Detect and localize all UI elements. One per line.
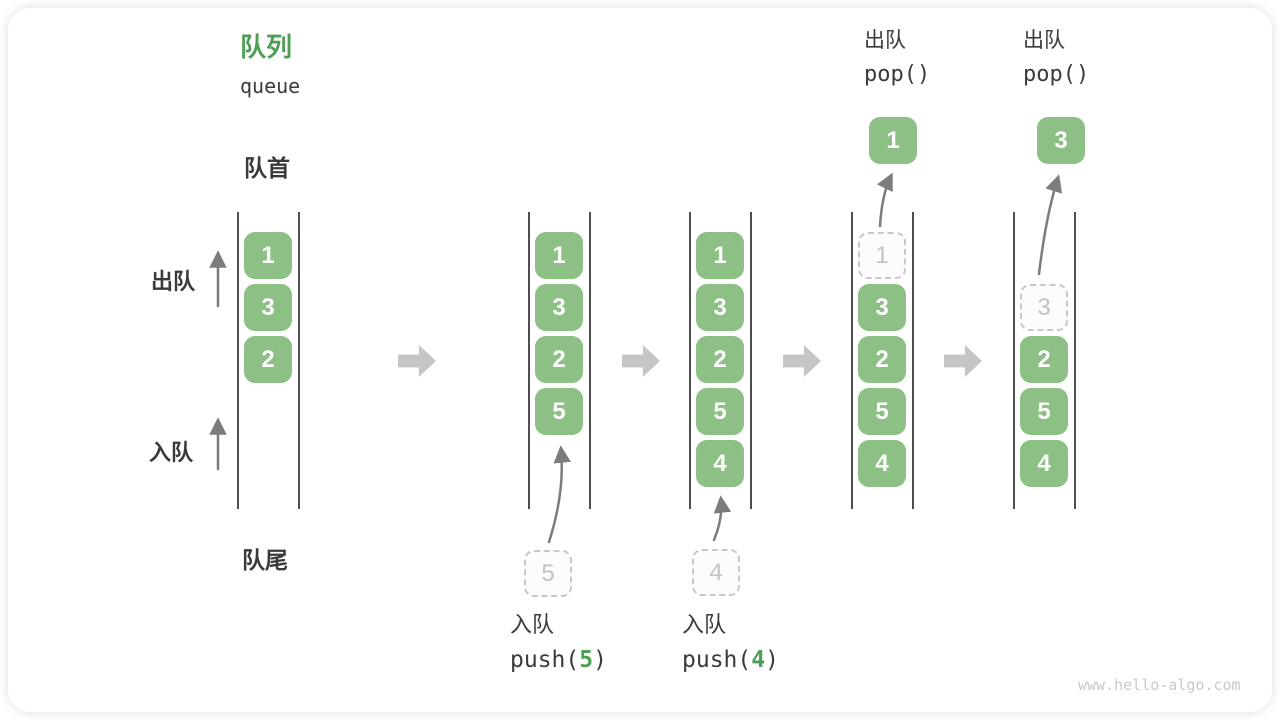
pop-3-arrow — [1037, 174, 1063, 276]
push-event-2-label: 入队 — [682, 612, 727, 637]
state-after-pop-1-item-2: 2 — [858, 336, 906, 383]
state-after-pop-1-wall-right — [912, 212, 914, 509]
push-event-2: 入队 push(4) — [682, 614, 779, 672]
state-after-push-4-item-2: 2 — [696, 336, 744, 383]
state-after-push-5-item-3: 3 — [535, 284, 583, 331]
state-after-pop-3-wall-left — [1013, 212, 1015, 509]
queue-rear-label: 队尾 — [242, 547, 288, 573]
push-event-1-arg: 5 — [579, 647, 594, 673]
state-initial-wall-left — [237, 212, 239, 509]
pop-1-arrow — [877, 172, 893, 228]
page-subtitle: queue — [240, 74, 301, 98]
pop-event-1: 出队 pop() — [864, 30, 930, 86]
state-after-pop-1-wall-left — [851, 212, 853, 509]
state-after-pop-1-item-4: 4 — [858, 440, 906, 487]
state-after-push-4-pending-item: 4 — [692, 549, 740, 596]
state-after-pop-3-item-4: 4 — [1020, 440, 1068, 487]
state-after-push-4-item-5: 5 — [696, 388, 744, 435]
state-after-pop-3-popped-item: 3 — [1037, 117, 1085, 164]
state-after-push-4-wall-right — [750, 212, 752, 509]
pop-event-2: 出队 pop() — [1023, 30, 1089, 86]
push-event-2-arg: 4 — [751, 647, 766, 673]
push-event-1-code: push(5) — [510, 647, 607, 673]
state-transition-arrow-2 — [622, 345, 660, 377]
state-after-push-5-item-2: 2 — [535, 336, 583, 383]
state-after-pop-3-item-5: 5 — [1020, 388, 1068, 435]
dequeue-side-label: 出队 — [151, 269, 196, 294]
push-5-arrow — [547, 445, 571, 544]
push-4-arrow — [712, 495, 732, 542]
state-after-pop-3-item-2: 2 — [1020, 336, 1068, 383]
queue-front-label: 队首 — [244, 155, 290, 181]
title-block: 队列 queue — [240, 27, 300, 98]
watermark: www.hello-algo.com — [1078, 676, 1241, 694]
state-initial-wall-right — [298, 212, 300, 509]
enqueue-side-label: 入队 — [149, 440, 194, 465]
state-after-pop-3-wall-right — [1074, 212, 1076, 509]
state-transition-arrow-1 — [398, 345, 436, 377]
pop-event-2-label: 出队 — [1023, 29, 1065, 52]
state-initial-item-3: 3 — [244, 284, 292, 331]
state-transition-arrow-4 — [944, 345, 982, 377]
state-after-push-4-wall-left — [689, 212, 691, 509]
push-event-1-label: 入队 — [510, 612, 555, 637]
state-after-pop-1-ghost-slot: 1 — [858, 232, 906, 279]
pop-event-1-label: 出队 — [864, 29, 906, 52]
state-after-push-4-item-4: 4 — [696, 440, 744, 487]
state-after-push-5-wall-left — [528, 212, 530, 509]
state-after-pop-1-item-3: 3 — [858, 284, 906, 331]
pop-event-2-code: pop() — [1023, 62, 1090, 87]
state-after-pop-3-ghost-slot: 3 — [1020, 284, 1068, 331]
state-transition-arrow-3 — [783, 345, 821, 377]
state-after-push-4-item-3: 3 — [696, 284, 744, 331]
state-after-pop-1-popped-item: 1 — [869, 117, 917, 164]
push-event-2-code: push(4) — [682, 647, 779, 673]
state-after-push-5-item-5: 5 — [535, 388, 583, 435]
state-after-push-5-wall-right — [589, 212, 591, 509]
state-after-push-4-item-1: 1 — [696, 232, 744, 279]
state-after-pop-1-item-5: 5 — [858, 388, 906, 435]
push-event-1: 入队 push(5) — [510, 614, 607, 672]
page-title: 队列 — [240, 32, 293, 62]
state-after-push-5-item-1: 1 — [535, 232, 583, 279]
pop-event-1-code: pop() — [864, 62, 931, 87]
state-initial-item-2: 2 — [244, 336, 292, 383]
state-after-push-5-pending-item: 5 — [524, 550, 572, 597]
state-initial-item-1: 1 — [244, 232, 292, 279]
